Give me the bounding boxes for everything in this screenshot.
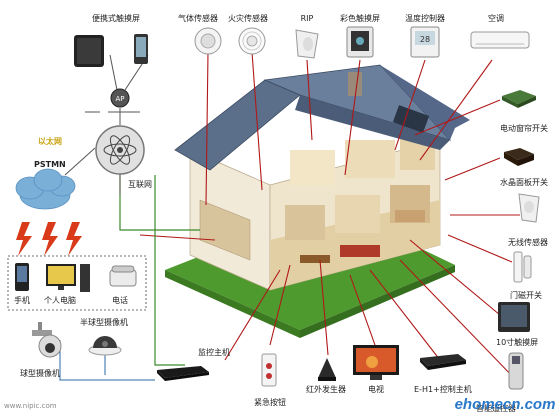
lawn-edge-right [300,265,455,338]
router-icon [95,125,145,175]
red-wires [139,51,520,381]
control-host-icon [420,354,466,370]
label-pstmn: PSTMN [34,160,66,169]
label-telephone: 电话 [112,296,128,305]
room-2 [335,195,380,233]
touch-10inch-icon [498,302,530,332]
dome-camera-icon [88,336,122,356]
label-rip: RIP [300,14,314,23]
half-ball-camera-device[interactable] [88,330,122,356]
air-conditioner-device[interactable] [470,30,530,50]
ir-transmitter-device[interactable] [316,356,338,382]
table [300,255,330,263]
watermark-right: ehomecn.com [454,396,556,413]
curtain-switch-icon [502,90,536,108]
h1-host-device[interactable] [418,352,468,372]
motion-sensor-icon [295,29,319,59]
label-h1-host: E-H1+控制主机 [414,385,472,394]
tv-icon [353,345,399,380]
door-magnet-device[interactable] [512,250,534,284]
room-upper-1 [290,150,335,185]
touch-10inch-device[interactable] [496,300,532,334]
smart-remote-icon [508,352,524,390]
cloud-icon [15,168,76,210]
ap-node [110,88,130,108]
thermostat-icon: 28 [410,26,440,58]
personal-computer-icon [46,264,90,292]
tv-device[interactable] [352,344,400,382]
label-internet: 互联网 [128,180,152,189]
label-monitor-host: 监控主机 [198,348,230,357]
portable-touchscreen-device[interactable] [72,32,152,70]
lawn-edge [165,270,300,338]
chimney [348,72,362,96]
label-ir-transmitter: 红外发生器 [306,385,346,394]
label-color-touchscreen: 彩色触摸屏 [340,14,380,23]
color-touchscreen-icon [346,26,374,58]
label-ethernet: 以太网 [38,137,62,146]
wireless-sensor-device[interactable] [516,192,542,224]
signal-bolts [16,222,82,256]
crystal-switch-device[interactable] [502,146,536,168]
thermostat-device[interactable]: 28 [410,26,440,58]
label-curtain-switch: 电动窗帘开关 [500,124,548,133]
watermark-left: www.nipic.com [4,402,57,410]
ball-camera-icon [32,322,62,358]
ball-camera-device[interactable] [30,320,64,360]
label-wireless-sensor: 无线传感器 [508,238,548,247]
network-wires [64,54,149,195]
label-ap: AP [115,95,125,103]
bed [395,210,425,222]
roof-front [295,95,450,150]
wireless-sensor-icon [518,193,540,223]
gas-sensor-icon [194,27,222,55]
color-touchscreen-device[interactable] [346,26,374,58]
door-magnet-icon [513,251,532,283]
monitor-host-device[interactable] [155,364,211,382]
label-fire-sensor: 火灾传感器 [228,14,268,23]
label-air-conditioner: 空调 [488,14,504,23]
ir-transmitter-icon [318,358,336,381]
rip-sensor-device[interactable] [292,26,322,60]
air-conditioner-icon [470,31,530,49]
label-smart-remote: 智能遥控器 [476,404,516,413]
mobile-phone-icon [15,263,29,291]
label-pc: 个人电脑 [44,296,76,305]
client-devices-frame [7,255,147,311]
gas-sensor-device[interactable] [193,26,223,56]
label-tv: 电视 [368,385,384,394]
pc-device[interactable] [44,262,92,294]
label-ball-camera: 球型摄像机 [20,369,60,378]
label-half-ball-camera: 半球型摄像机 [80,318,128,327]
stairs [199,199,251,261]
phone-device[interactable] [14,262,30,292]
label-portable-touchscreen: 便携式触摸屏 [92,14,140,23]
label-gas-sensor: 气体传感器 [178,14,218,23]
label-phone: 手机 [14,296,30,305]
tablet-icon [74,34,148,67]
label-door-magnet: 门磁开关 [510,291,542,300]
skylight [392,105,430,133]
fire-sensor-icon [238,27,266,55]
curtain-switch-device[interactable] [500,88,538,110]
room-1 [285,205,325,240]
label-touch-10inch: 10寸触摸屏 [496,338,539,347]
sofa [340,245,380,257]
telephone-device[interactable] [108,264,138,288]
fire-sensor-device[interactable] [237,26,267,56]
label-panic-button: 紧急按钮 [254,398,286,407]
label-crystal-switch: 水晶面板开关 [500,178,548,187]
panic-button-device[interactable] [260,352,278,388]
panic-button-icon [261,353,277,387]
roof-left [174,79,301,171]
label-thermostat: 温度控制器 [405,14,445,23]
dvr-host-icon [157,366,209,381]
telephone-icon [109,265,137,287]
svg-text:28: 28 [420,35,430,44]
smart-remote-device[interactable] [508,352,524,390]
room-upper-2 [345,140,395,178]
crystal-switch-icon [504,148,534,166]
